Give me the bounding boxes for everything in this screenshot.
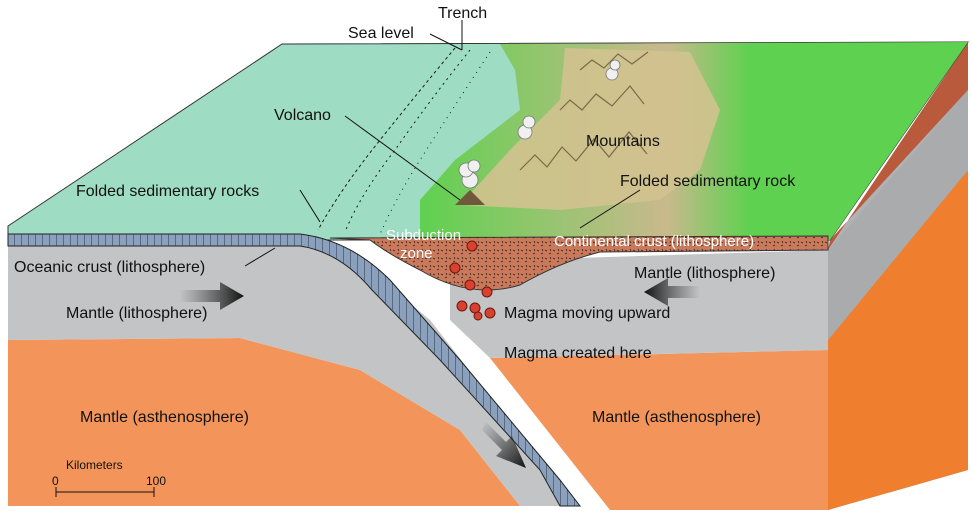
label-folded-sedimentary-rocks: Folded sedimentary rocks (76, 183, 259, 200)
label-subduction-zone: Subduction (386, 227, 461, 244)
volcano-icon (455, 159, 485, 205)
label-mountains: Mountains (586, 133, 660, 150)
oceanic-slab (7, 233, 582, 507)
plate-motion-arrow-left (644, 278, 700, 306)
label-magma-moving-upward: Magma moving upward (504, 305, 670, 322)
volcano-icon (517, 115, 536, 140)
scale-bar: Kilometers 0 100 (52, 458, 166, 497)
scale-bar-max: 100 (146, 474, 166, 488)
label-mantle-asthenosphere-right: Mantle (asthenosphere) (592, 409, 761, 426)
magma-droplets (449, 240, 496, 321)
scale-bar-min: 0 (52, 474, 59, 488)
asthenosphere-layer (8, 338, 520, 506)
volcano-icon (605, 59, 621, 81)
mountain-range (460, 48, 720, 210)
label-mantle-lithosphere-right: Mantle (lithosphere) (634, 265, 775, 282)
asthenosphere-layer-right (490, 350, 828, 510)
label-volcano: Volcano (274, 107, 331, 124)
label-continental-crust: Continental crust (lithosphere) (554, 233, 754, 250)
mantle-lithosphere-left (8, 246, 560, 506)
label-sea-level: Sea level (348, 25, 414, 42)
plate-motion-arrow-right (180, 282, 244, 310)
label-mantle-lithosphere-left: Mantle (lithosphere) (66, 305, 207, 322)
label-folded-sedimentary-rock: Folded sedimentary rock (620, 173, 796, 190)
label-subduction-zone-2: zone (400, 245, 433, 262)
label-magma-created-here: Magma created here (504, 345, 652, 362)
mantle-lithosphere-right (450, 250, 828, 358)
label-oceanic-crust: Oceanic crust (lithosphere) (14, 259, 205, 276)
scale-bar-title: Kilometers (66, 458, 123, 472)
label-trench: Trench (438, 5, 487, 22)
block-side-face (828, 42, 968, 510)
label-mantle-asthenosphere-left: Mantle (asthenosphere) (80, 409, 249, 426)
slab-motion-arrow (482, 422, 526, 468)
